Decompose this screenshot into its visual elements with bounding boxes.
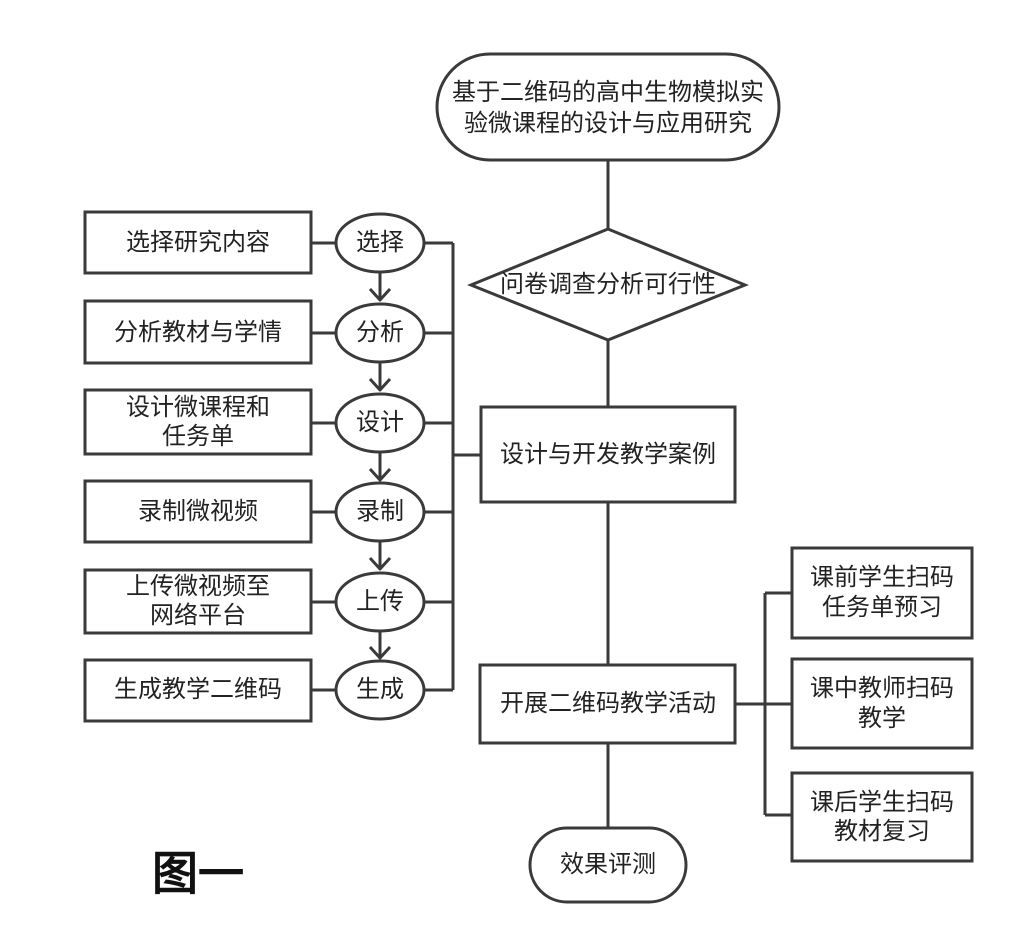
arrow-head-5 [368, 645, 392, 660]
activity-box-text: 课中教师扫码 [810, 674, 954, 702]
step-oval-1 [334, 212, 426, 274]
step-box-text: 任务单 [162, 422, 234, 450]
step-oval-6 [334, 659, 426, 721]
design-label: 设计与开发教学案例 [500, 440, 716, 468]
arrow-head-1 [368, 287, 392, 302]
decision-label: 问卷调查分析可行性 [500, 270, 716, 298]
arrow-head-4 [368, 556, 392, 571]
activity-label: 开展二维码教学活动 [500, 689, 716, 717]
step-box-2 [83, 299, 313, 365]
step-box-text: 上传微视频至 [126, 572, 270, 600]
step-oval-label: 设计 [356, 408, 404, 436]
step-oval-label: 选择 [356, 228, 404, 256]
step-oval-label: 生成 [356, 675, 404, 703]
activity-box-text: 课后学生扫码 [810, 788, 954, 816]
activity-box-text: 任务单预习 [822, 593, 942, 621]
evaluation-label: 效果评测 [560, 850, 656, 878]
step-oval-2 [334, 302, 426, 364]
step-box-4 [83, 479, 313, 544]
activity-box-text: 课前学生扫码 [810, 563, 954, 591]
title-line-2: 验微课程的设计与应用研究 [464, 109, 752, 137]
title-line-1: 基于二维码的高中生物模拟实 [452, 78, 764, 106]
title-node [435, 52, 781, 162]
step-oval-4 [334, 481, 426, 543]
decision-node [467, 227, 749, 342]
activity-box-2 [790, 657, 974, 750]
step-box-text: 分析教材与学情 [114, 318, 282, 346]
step-box-text: 设计微课程和 [126, 393, 270, 421]
figure-label: 图一 [152, 847, 244, 901]
activity-node [478, 663, 737, 745]
step-oval-3 [334, 392, 426, 454]
activity-box-3 [790, 771, 974, 863]
step-box-text: 生成教学二维码 [114, 675, 282, 703]
step-oval-label: 分析 [356, 318, 404, 346]
step-box-5 [83, 568, 313, 635]
step-oval-label: 录制 [356, 497, 404, 525]
activity-box-text: 教学 [858, 704, 906, 732]
arrow-head-3 [368, 467, 392, 482]
activity-box-text: 教材复习 [834, 817, 930, 845]
activity-box-1 [790, 546, 974, 640]
evaluation-node [528, 826, 688, 904]
step-box-text: 选择研究内容 [126, 228, 270, 256]
arrow-head-2 [368, 377, 392, 392]
step-box-text: 网络平台 [150, 601, 246, 629]
step-box-text: 录制微视频 [138, 497, 258, 525]
step-oval-5 [334, 571, 426, 633]
design-node [479, 405, 737, 504]
step-box-1 [83, 210, 313, 275]
step-oval-label: 上传 [356, 587, 404, 615]
step-box-6 [83, 658, 313, 723]
step-box-3 [83, 388, 313, 456]
